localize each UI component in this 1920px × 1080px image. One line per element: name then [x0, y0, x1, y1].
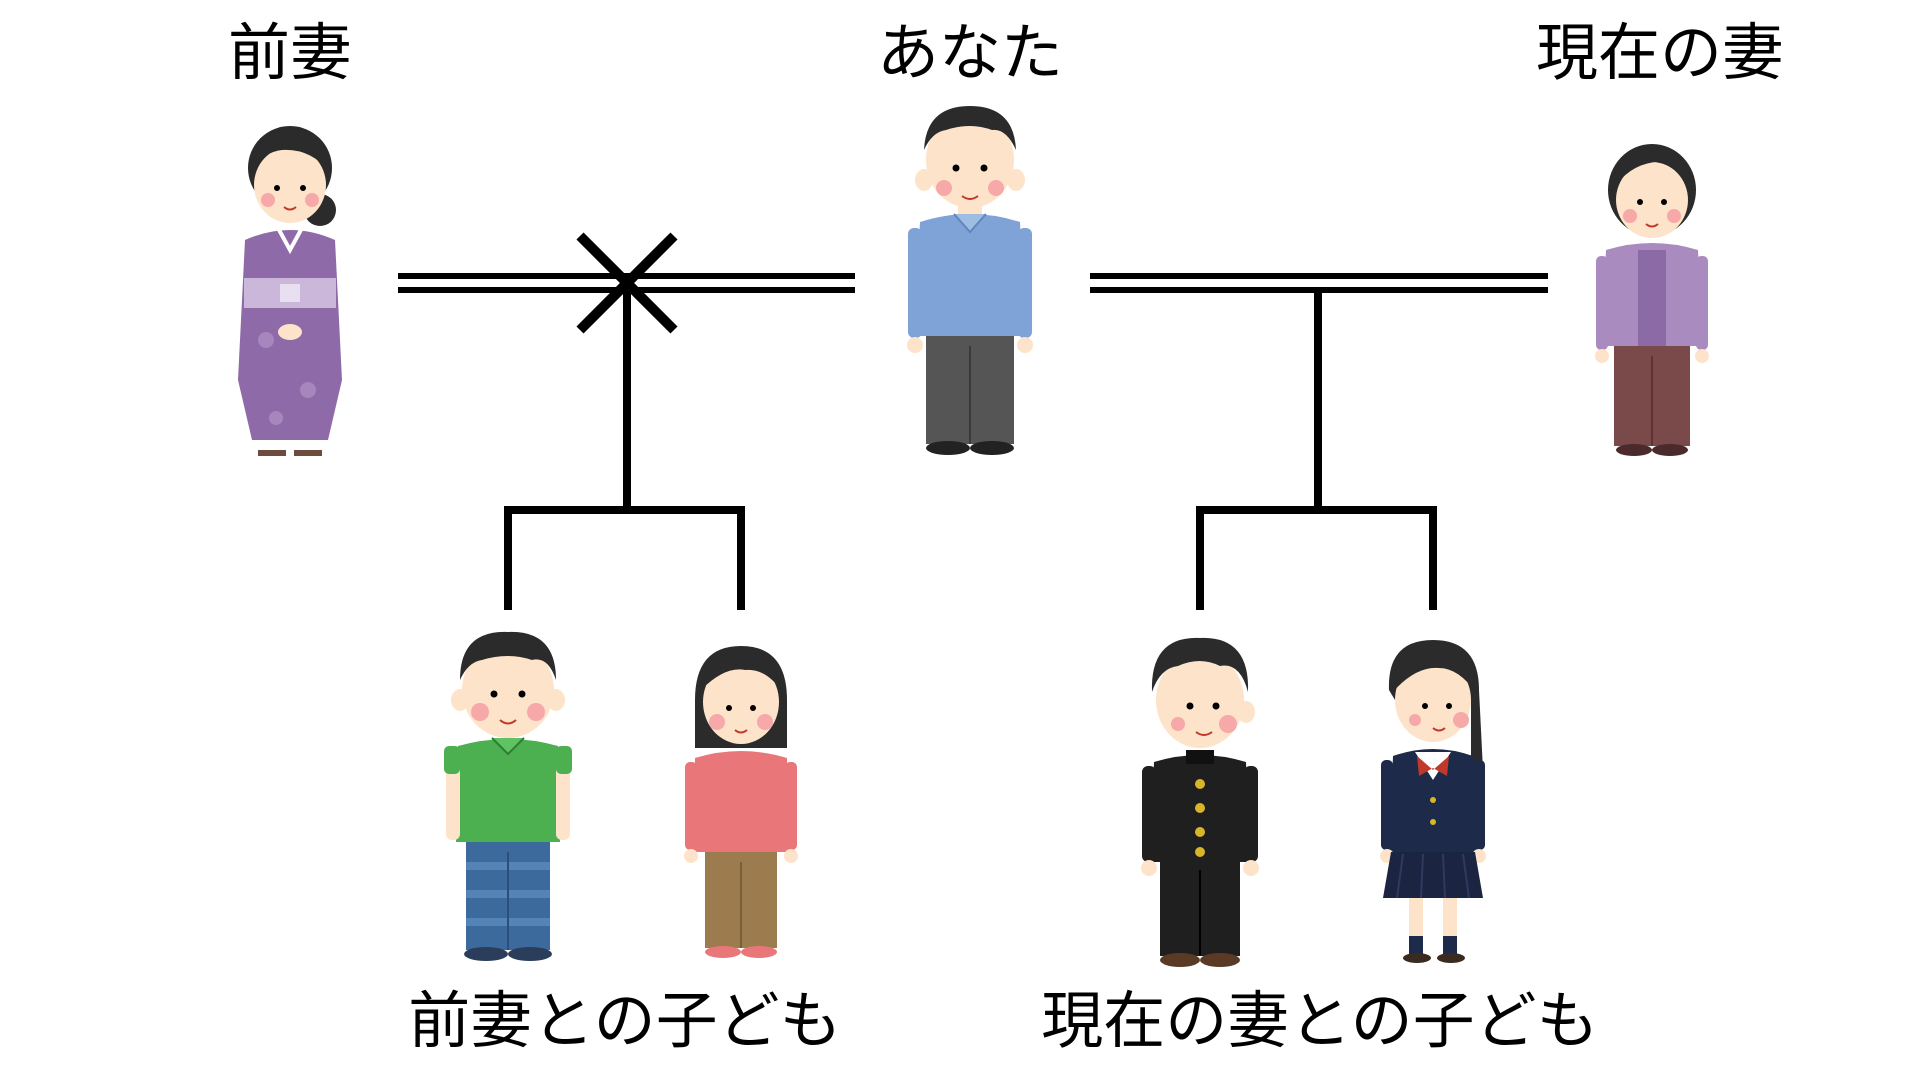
ex-wife-children-label: 前妻との子ども: [408, 984, 842, 1057]
current-wife-children-label: 現在の妻との子ども: [1041, 984, 1599, 1057]
current-wife-label: 現在の妻: [1535, 16, 1785, 89]
you-label: あなた: [876, 16, 1064, 89]
girl-school-uniform-figure: [1380, 640, 1486, 963]
girl-pink-sweater-figure: [684, 646, 798, 958]
boy-green-shirt-figure: [444, 631, 572, 961]
current-children-branch: [1196, 290, 1437, 610]
boy-gakuran-uniform-figure: [1141, 637, 1259, 967]
woman-purple-cardigan-figure: [1595, 144, 1709, 456]
ex-wife-label: 前妻: [227, 16, 353, 89]
woman-kimono-figure: [238, 126, 342, 456]
ex-children-branch: [504, 283, 745, 610]
man-blue-sweater-figure: [907, 106, 1033, 455]
